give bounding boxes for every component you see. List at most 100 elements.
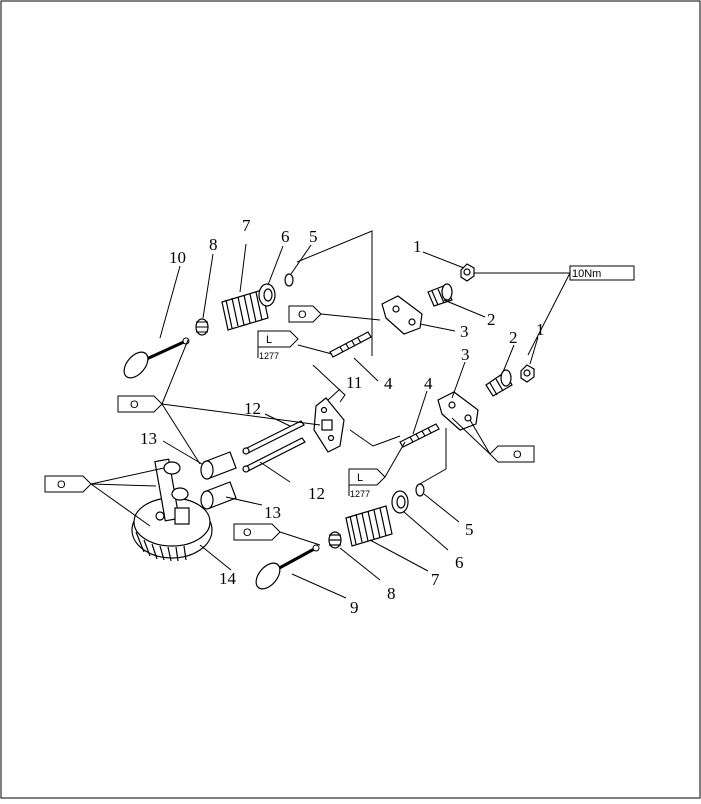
callout-line-2-lower — [502, 344, 515, 373]
callout-1-lower: 1 — [536, 320, 545, 339]
adjuster-2-upper — [427, 283, 453, 307]
callout-line-4-lower — [412, 390, 428, 435]
callout-6-upper: 6 — [281, 227, 290, 246]
oil-symbol: O — [130, 399, 139, 411]
loctite-leader-2 — [384, 441, 406, 478]
adjuster-2-lower — [485, 369, 513, 397]
loctite-code: 1277 — [350, 489, 370, 499]
callout-5-upper: 5 — [309, 227, 318, 246]
callout-6-lower: 6 — [455, 553, 464, 572]
callout-line-1-upper — [422, 251, 465, 269]
pushrod-12-lower — [242, 437, 306, 473]
leader-line-lower — [417, 428, 447, 486]
callout-13-upper: 13 — [140, 429, 157, 448]
callout-5-lower: 5 — [465, 520, 474, 539]
callout-11: 11 — [346, 373, 362, 392]
callout-12-upper: 12 — [244, 399, 261, 418]
stud-4-lower — [399, 423, 440, 448]
oil-symbol: O — [298, 309, 307, 321]
oil-leader-4 — [451, 417, 491, 455]
callout-line-3-upper — [419, 323, 456, 332]
collet-8-upper — [195, 318, 209, 336]
oil-leader-2 — [161, 339, 321, 465]
loctite-symbol: L — [357, 472, 363, 484]
plate-11 — [313, 397, 345, 453]
tappet-13-upper — [200, 451, 237, 480]
callout-line-13-upper — [162, 440, 203, 465]
oil-leader-1 — [320, 313, 381, 321]
oil-tag-1: O — [288, 305, 322, 323]
callout-2-upper: 2 — [487, 310, 496, 329]
callout-line-4-upper — [353, 357, 379, 382]
callout-12-lower: 12 — [308, 484, 325, 503]
callout-line-7-upper — [239, 243, 247, 293]
callout-8-lower: 8 — [387, 584, 396, 603]
oil-symbol: O — [57, 479, 66, 491]
leader-loctite-upper — [312, 364, 346, 403]
leader-line-upper — [296, 230, 373, 356]
pushrod-12-upper — [242, 420, 305, 455]
cap-5-upper — [284, 273, 294, 287]
oil-tag-5: O — [233, 523, 281, 541]
collet-8-lower — [328, 531, 342, 549]
oil-tag-4: O — [489, 445, 535, 463]
callout-4-upper: 4 — [384, 374, 393, 393]
callout-2-lower: 2 — [509, 328, 518, 347]
callout-line-7-lower — [369, 539, 429, 572]
loctite-leader-1 — [297, 344, 333, 355]
stud-4-upper — [329, 331, 372, 358]
callout-line-3-lower — [451, 361, 466, 399]
oil-symbol: O — [243, 527, 252, 539]
callout-4-lower: 4 — [424, 374, 433, 393]
callout-10: 10 — [169, 248, 186, 267]
nut-1-upper — [460, 263, 475, 282]
callout-line-5-upper — [290, 244, 312, 275]
callout-1-upper: 1 — [413, 237, 422, 256]
callout-7-upper: 7 — [242, 216, 251, 235]
oil-tag-3: O — [44, 475, 92, 493]
callout-line-11 — [327, 388, 341, 401]
callout-line-12-upper — [264, 413, 291, 427]
callout-line-6-lower — [403, 511, 449, 551]
valve-9 — [255, 544, 320, 590]
leader-line-middle — [349, 429, 401, 447]
rocker-3-upper — [381, 295, 423, 335]
oil-leader-5 — [279, 531, 321, 546]
torque-label: 10Nm — [572, 268, 601, 280]
cap-5-lower — [415, 483, 425, 497]
callout-line-5-lower — [423, 493, 460, 523]
oil-tag-2: O — [117, 395, 163, 413]
callout-8-upper: 8 — [209, 235, 218, 254]
loctite-tag-2: L 1277 — [348, 468, 386, 499]
callout-line-8-lower — [339, 547, 381, 581]
callout-3-lower: 3 — [461, 345, 470, 364]
nut-1-lower — [520, 364, 535, 383]
valve-10 — [123, 337, 190, 379]
callout-line-14 — [199, 544, 232, 571]
tappet-13-lower — [200, 481, 237, 510]
callout-line-6-upper — [267, 245, 284, 286]
torque-box: 10Nm — [569, 265, 635, 281]
callout-line-13-lower — [225, 496, 263, 506]
callout-line-1-lower — [529, 336, 539, 365]
callout-line-2-upper — [443, 299, 486, 318]
loctite-symbol: L — [266, 334, 272, 346]
callout-9: 9 — [350, 598, 359, 617]
camshaft-14 — [131, 458, 213, 562]
oil-leader-3 — [90, 467, 165, 527]
callout-line-12-lower — [259, 461, 291, 483]
retainer-6-lower — [391, 490, 409, 514]
callout-14: 14 — [219, 569, 237, 588]
callout-7-lower: 7 — [431, 570, 440, 589]
callout-line-8-upper — [202, 253, 214, 319]
loctite-tag-1: L 1277 — [257, 330, 299, 361]
callout-13-lower: 13 — [264, 503, 281, 522]
retainer-6-upper — [258, 283, 276, 307]
callout-3-upper: 3 — [460, 322, 469, 341]
callout-line-9 — [291, 573, 347, 599]
loctite-code: 1277 — [259, 351, 279, 361]
spring-7-upper — [221, 289, 269, 331]
spring-7-lower — [345, 505, 393, 547]
